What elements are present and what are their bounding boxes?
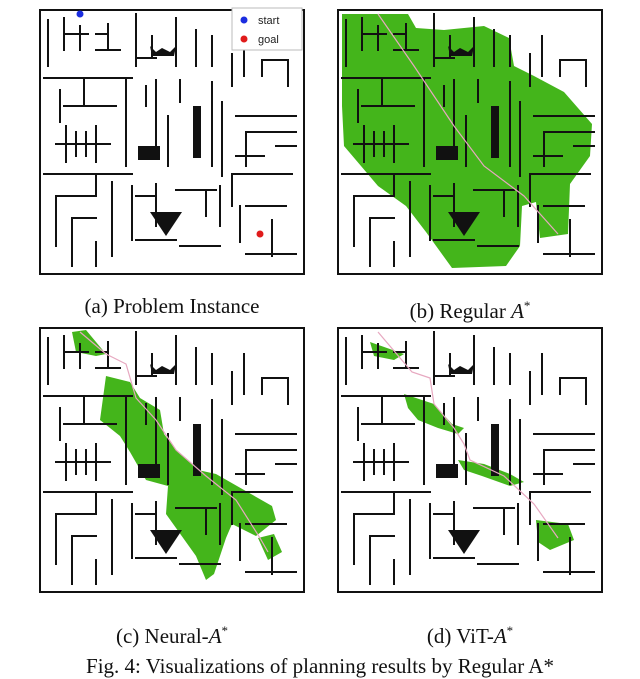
obstacle-block: [448, 364, 474, 374]
panel-neural-astar: [36, 324, 308, 596]
maze-walls: [39, 327, 305, 593]
legend-goal-label: goal: [258, 34, 279, 46]
maze-walls: [337, 327, 603, 593]
explored-region: [536, 520, 574, 550]
maze-map: [337, 327, 603, 593]
panel-regular-astar: [334, 6, 606, 278]
maze-walls: [337, 9, 603, 275]
panel-vit-astar: [334, 324, 606, 596]
obstacle-block: [138, 146, 160, 160]
planned-path: [377, 13, 559, 235]
obstacle-block: [150, 46, 176, 56]
obstacle-triangle: [448, 212, 480, 236]
explored-region: [100, 376, 276, 580]
obstacle-block: [448, 46, 474, 56]
caption-b: (b) Regular A*: [409, 298, 531, 323]
caption-a: (a) Problem Instance: [84, 294, 260, 318]
start-legend-marker: [240, 16, 248, 24]
maze-map: start goal: [39, 7, 305, 275]
legend: start goal: [231, 7, 303, 51]
start-marker: [76, 10, 84, 18]
obstacle-block: [150, 364, 176, 374]
caption-c: (c) Neural-A*: [115, 623, 229, 648]
maze-map: [39, 327, 305, 593]
obstacle-block: [138, 464, 160, 478]
caption-d: (d) ViT-A*: [426, 623, 514, 648]
goal-marker: [256, 230, 264, 238]
maze-map: [337, 9, 603, 275]
panel-problem-instance: start goal: [36, 6, 308, 278]
legend-start-label: start: [258, 15, 279, 27]
planned-path: [79, 331, 269, 553]
obstacle-block: [491, 106, 499, 158]
maze-walls: [39, 9, 305, 275]
explored-region: [258, 534, 282, 560]
obstacle-triangle: [150, 212, 182, 236]
obstacle-block: [193, 106, 201, 158]
figure-caption: Fig. 4: Visualizations of planning resul…: [86, 654, 554, 678]
goal-legend-marker: [240, 35, 248, 43]
legend-box: [231, 7, 303, 51]
obstacle-block: [193, 424, 201, 476]
obstacle-block: [436, 464, 458, 478]
obstacle-block: [491, 424, 499, 476]
planned-path: [377, 331, 559, 539]
obstacle-triangle: [150, 530, 182, 554]
obstacle-block: [436, 146, 458, 160]
obstacle-triangle: [448, 530, 480, 554]
explored-region: [404, 394, 464, 434]
